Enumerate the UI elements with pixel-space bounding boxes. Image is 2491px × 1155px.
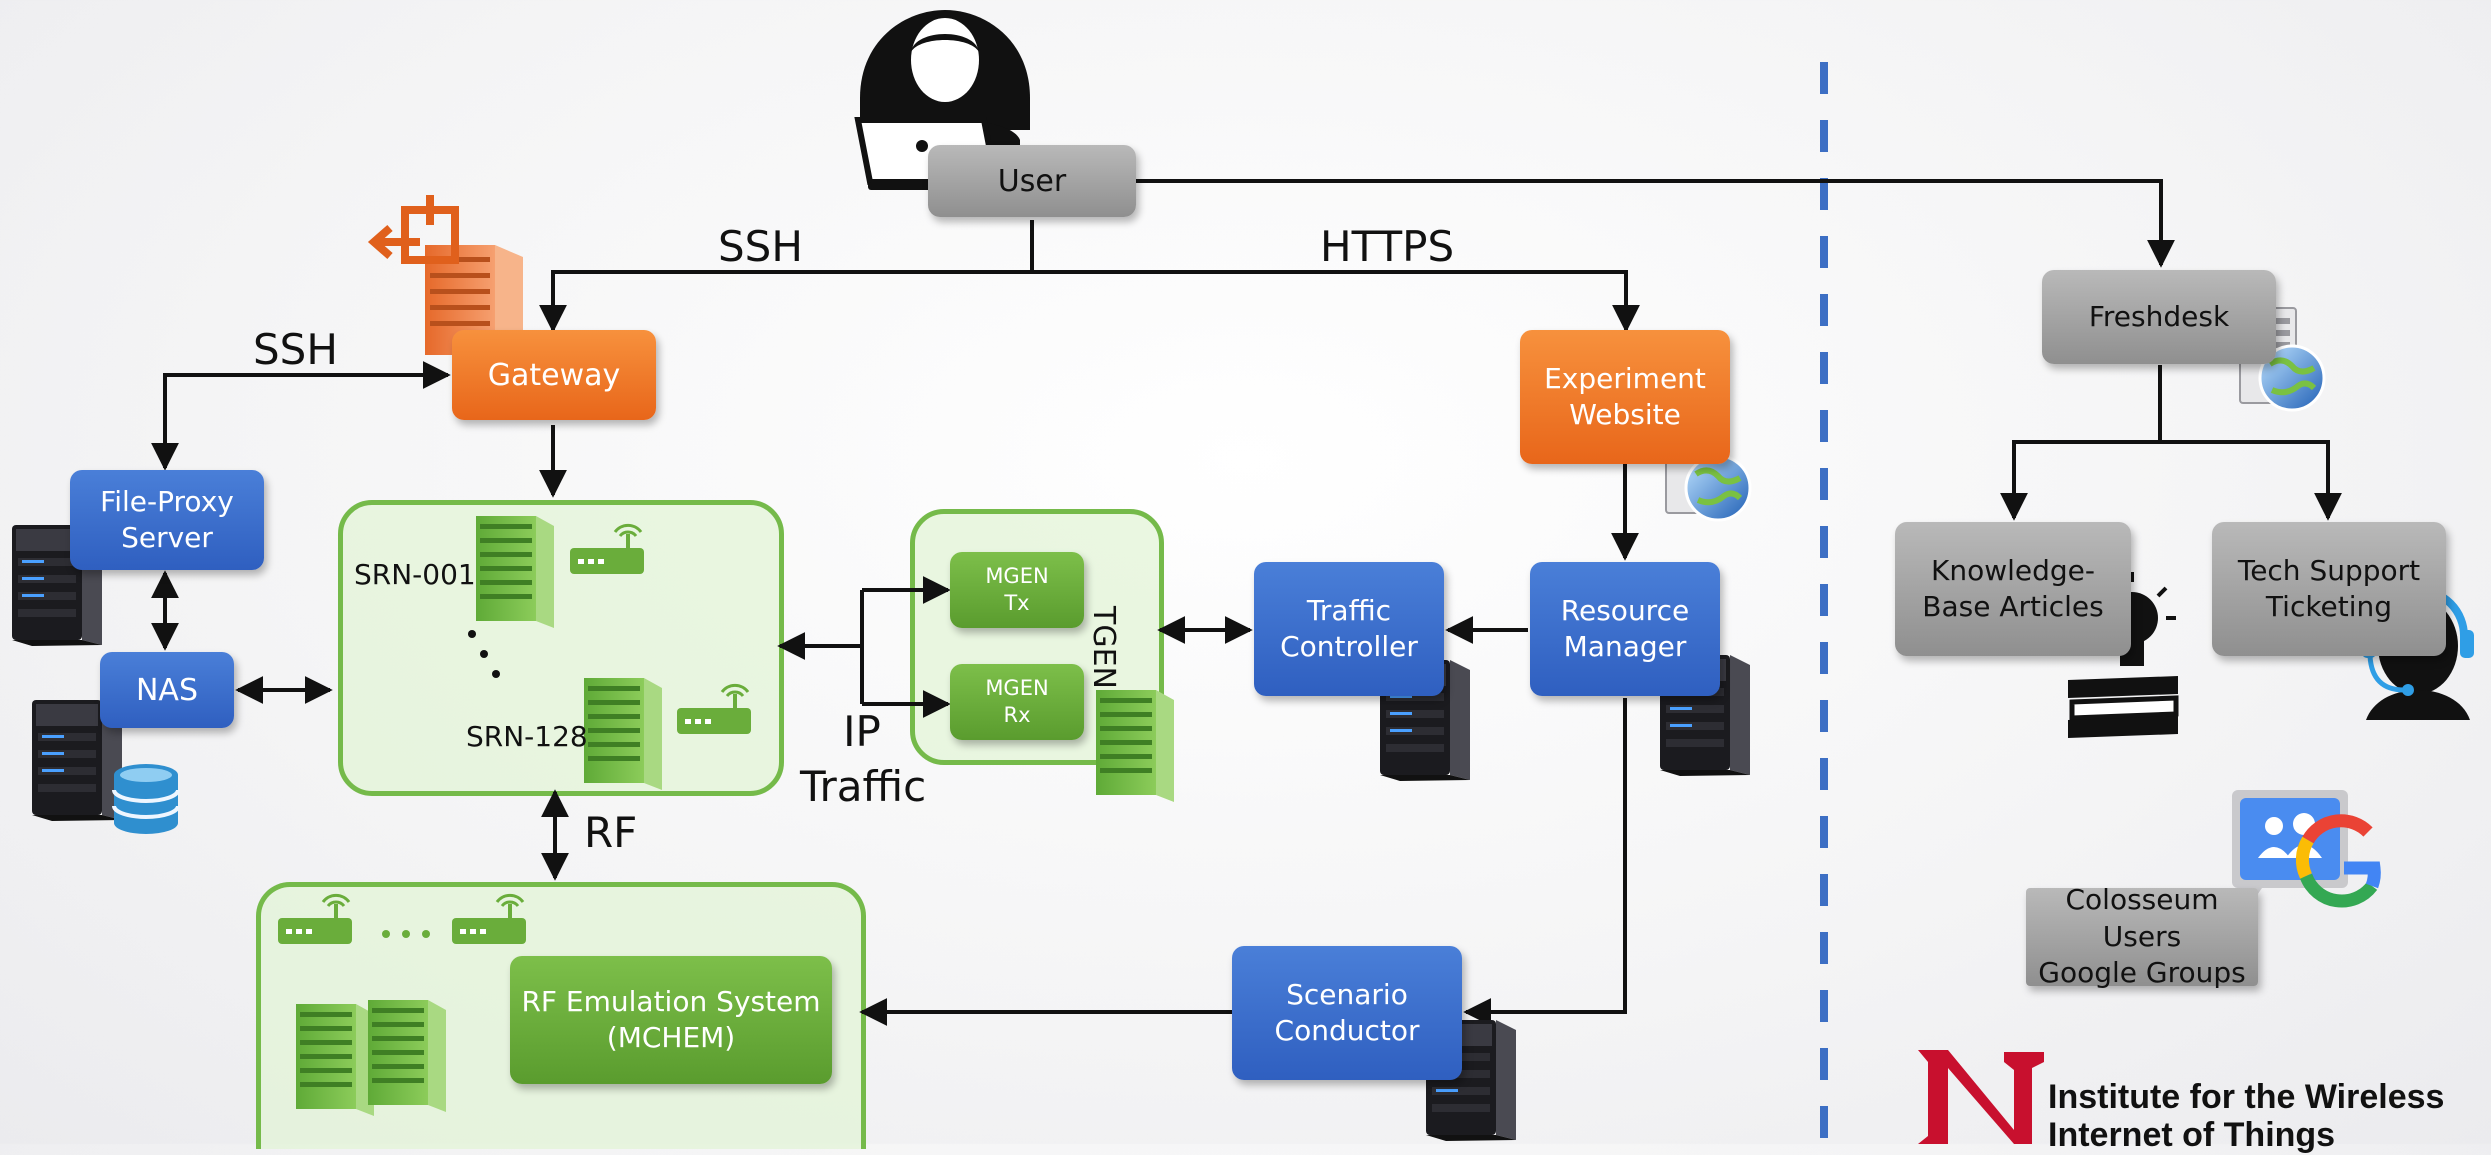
srn-128-label: SRN-128: [466, 720, 588, 753]
rf-server-icon-2: [368, 1000, 446, 1112]
google-groups-icon: [2232, 790, 2348, 908]
rf-server-icon-1: [296, 1004, 374, 1116]
srn-cluster-region: [338, 500, 784, 796]
node-google-groups[interactable]: Colosseum Users Google Groups: [2026, 883, 2258, 989]
node-mgen-tx[interactable]: MGEN Tx: [950, 552, 1084, 628]
node-tech-support-ticketing[interactable]: Tech Support Ticketing: [2212, 522, 2446, 656]
srn-128-radio-icon: [675, 683, 753, 736]
google-g-icon: [2295, 814, 2381, 908]
edge-label-ssh-top: SSH: [718, 222, 803, 271]
edge-label-ip-traffic: IP Traffic: [800, 707, 927, 811]
srn-001-label: SRN-001: [354, 558, 476, 591]
edge-label-rf: RF: [584, 808, 638, 857]
srn-128-server-icon: [584, 678, 662, 790]
node-rf-emulation-system[interactable]: RF Emulation System (MCHEM): [510, 956, 832, 1084]
horizontal-ellipsis: [382, 930, 430, 938]
srn-001-radio-icon: [568, 523, 646, 576]
srn-001-server-icon: [476, 516, 554, 628]
node-traffic-controller[interactable]: Traffic Controller: [1254, 562, 1444, 696]
vertical-ellipsis: [468, 630, 500, 678]
node-resource-manager[interactable]: Resource Manager: [1530, 562, 1720, 696]
node-scenario-conductor[interactable]: Scenario Conductor: [1232, 946, 1462, 1080]
tgen-server-icon: [1096, 690, 1174, 802]
node-gateway[interactable]: Gateway: [452, 330, 656, 420]
node-nas[interactable]: NAS: [100, 652, 234, 728]
lightbulb-books-icon: [2068, 572, 2179, 738]
edge-label-ssh-left: SSH: [253, 325, 338, 374]
logo-text-line1: Institute for the Wireless: [2048, 1078, 2445, 1116]
node-knowledge-base-articles[interactable]: Knowledge- Base Articles: [1895, 522, 2131, 656]
northeastern-n-logo: [1918, 1050, 2044, 1144]
logo-text-line2: Internet of Things: [2048, 1116, 2336, 1154]
exit-door-icon: [367, 195, 459, 264]
rf-radio-icon-2: [450, 893, 528, 946]
node-freshdesk[interactable]: Freshdesk: [2042, 270, 2276, 364]
database-icon: [112, 764, 180, 834]
rf-radio-icon-1: [276, 893, 354, 946]
node-user[interactable]: User: [928, 145, 1136, 217]
node-file-proxy-server[interactable]: File-Proxy Server: [70, 470, 264, 570]
edge-label-https: HTTPS: [1320, 222, 1455, 271]
tgen-label: TGEN: [1085, 606, 1121, 689]
node-experiment-website[interactable]: Experiment Website: [1520, 330, 1730, 464]
node-mgen-rx[interactable]: MGEN Rx: [950, 664, 1084, 740]
